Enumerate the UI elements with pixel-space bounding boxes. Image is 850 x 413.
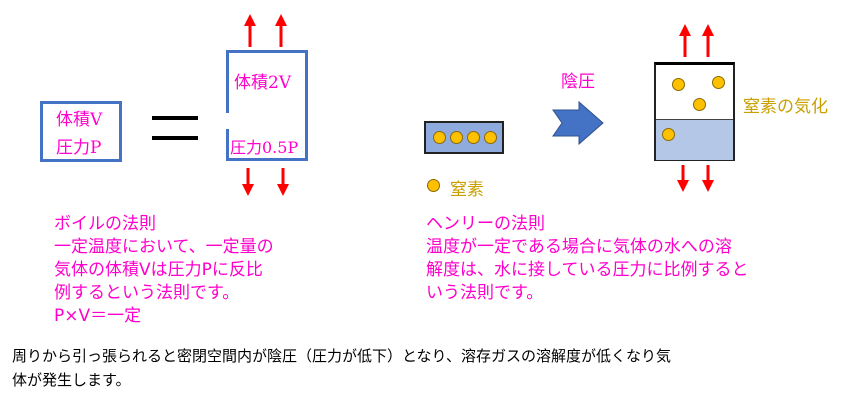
boyle-law-line: 例するという法則です。 bbox=[54, 283, 240, 303]
nitrogen-legend-dot bbox=[427, 179, 440, 192]
large-volume-label: 体積2V bbox=[234, 73, 292, 93]
henry-law-line: 温度が一定である場合に気体の水への溶 bbox=[426, 237, 732, 257]
henry-law-line: いう法則です。 bbox=[426, 283, 544, 303]
open-gap bbox=[223, 113, 232, 129]
small-volume-label: 体積V bbox=[56, 110, 103, 130]
vaporized-nitrogen bbox=[672, 78, 685, 91]
boyle-law-title: ボイルの法則 bbox=[54, 214, 156, 234]
equals-sign bbox=[152, 116, 198, 142]
boyle-law-formula: P×V＝一定 bbox=[54, 306, 142, 326]
process-arrow bbox=[552, 100, 604, 146]
vaporized-nitrogen bbox=[693, 98, 706, 111]
henry-law-line: 解度は、水に接している圧力に比例すると bbox=[426, 260, 749, 280]
nitrogen-bubble bbox=[484, 131, 497, 144]
large-volume-box bbox=[226, 50, 308, 161]
explanation-line: 体が発生します。 bbox=[12, 371, 131, 389]
henry-law-title: ヘンリーの法則 bbox=[426, 214, 545, 234]
small-pressure-label: 圧力P bbox=[56, 138, 102, 158]
boyle-law-line: 一定温度において、一定量の bbox=[54, 237, 274, 257]
nitrogen-legend-label: 窒素 bbox=[450, 180, 484, 200]
nitrogen-bubble bbox=[450, 131, 463, 144]
vaporization-label: 窒素の気化 bbox=[743, 97, 828, 117]
depressurize-label: 陰圧 bbox=[561, 72, 595, 92]
large-pressure-label: 圧力0.5P bbox=[230, 138, 299, 157]
nitrogen-bubble bbox=[467, 131, 480, 144]
dissolved-nitrogen bbox=[662, 128, 675, 141]
vaporized-nitrogen bbox=[712, 76, 725, 89]
explanation-line: 周りから引っ張られると密閉空間内が陰圧（圧力が低下）となり、溶存ガスの溶解度が低… bbox=[12, 347, 671, 365]
small-volume-box bbox=[40, 101, 122, 162]
nitrogen-bubble bbox=[433, 131, 446, 144]
boyle-law-line: 気体の体積Vは圧力Pに反比 bbox=[54, 260, 263, 280]
